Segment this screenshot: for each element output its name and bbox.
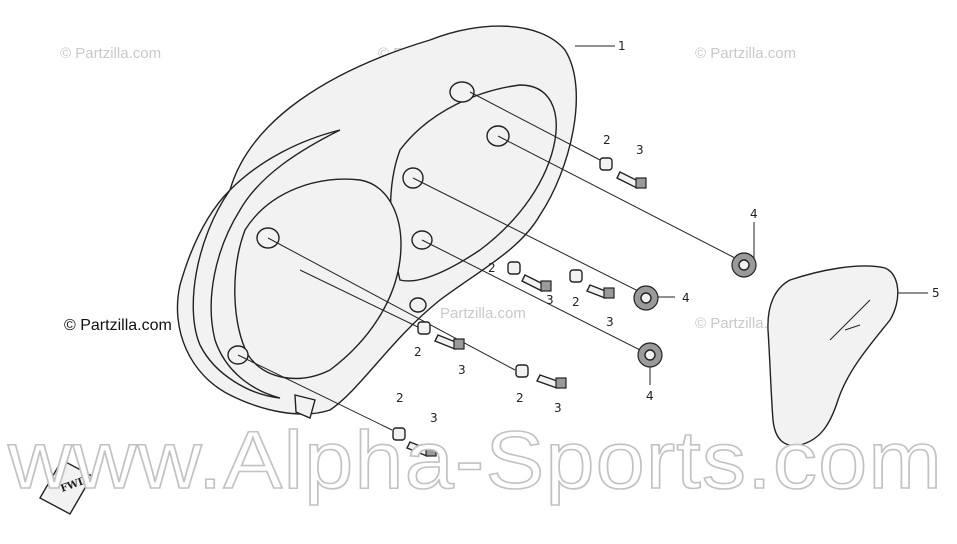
leader-boss4 (421, 239, 641, 351)
cover-plate (767, 265, 899, 447)
watermark-partzilla-4: Partzilla.com (440, 305, 526, 322)
grommet-hole (738, 259, 750, 271)
fwd-direction-marker: FWD (39, 459, 93, 515)
callout-3: 3 (554, 401, 562, 415)
callout-2: 2 (603, 133, 611, 147)
leader-lines (237, 45, 928, 431)
callout-1: 1 (618, 39, 626, 53)
callout-3: 3 (546, 293, 554, 307)
callout-2: 2 (516, 391, 524, 405)
dowel-pin (392, 427, 406, 441)
cover-front-lip (192, 129, 341, 399)
bolt-head (453, 338, 465, 350)
grommet-hole (644, 349, 656, 361)
callout-3: 3 (430, 411, 438, 425)
callout-4: 4 (750, 207, 758, 221)
crankcase-cover (176, 25, 577, 419)
cover-boss-7 (409, 297, 427, 313)
cover-boss-1 (449, 81, 475, 103)
callout-2: 2 (414, 345, 422, 359)
watermark-alpha-sports: www.Alpha-Sports.com (7, 415, 943, 506)
leader-boss2 (497, 135, 736, 259)
bolt-head (425, 445, 437, 457)
callout-3: 3 (458, 363, 466, 377)
callout-4: 4 (682, 291, 690, 305)
cover-plate-body (767, 265, 899, 447)
dowel-pin (515, 364, 529, 378)
cover-tab (294, 394, 316, 419)
bolt-head (555, 377, 567, 389)
callout-2: 2 (396, 391, 404, 405)
bolts (406, 171, 647, 457)
dowel-pins (392, 157, 613, 441)
grommets (633, 252, 757, 368)
callout-5: 5 (932, 286, 940, 300)
leader-boss1 (469, 91, 601, 161)
leader-boss5 (267, 237, 516, 371)
bolt-head (540, 280, 552, 292)
leader-boss7 (237, 354, 393, 431)
callout-labels: 1 2 3 4 2 3 2 3 4 2 3 2 3 4 2 3 5 (396, 39, 940, 425)
dowel-pin (599, 157, 613, 171)
callout-3: 3 (606, 315, 614, 329)
callout-2: 2 (572, 295, 580, 309)
watermark-partzilla-dark: © Partzilla.com (64, 317, 172, 334)
dowel-pin (569, 269, 583, 283)
cover-plate-slot (829, 299, 871, 341)
bolt-head (635, 177, 647, 189)
callout-2: 2 (488, 261, 496, 275)
callout-4: 4 (646, 389, 654, 403)
dowel-pin (507, 261, 521, 275)
watermark-partzilla-1: © Partzilla.com (60, 45, 161, 62)
fwd-arrow-icon (39, 459, 93, 515)
leader-boss3 (412, 177, 641, 293)
bolt-head (603, 287, 615, 299)
dowel-pin (417, 321, 431, 335)
callout-3: 3 (636, 143, 644, 157)
grommet-hole (640, 292, 652, 304)
leader-boss6 (299, 269, 421, 329)
watermark-partzilla-3: © Partzilla.com (695, 45, 796, 62)
